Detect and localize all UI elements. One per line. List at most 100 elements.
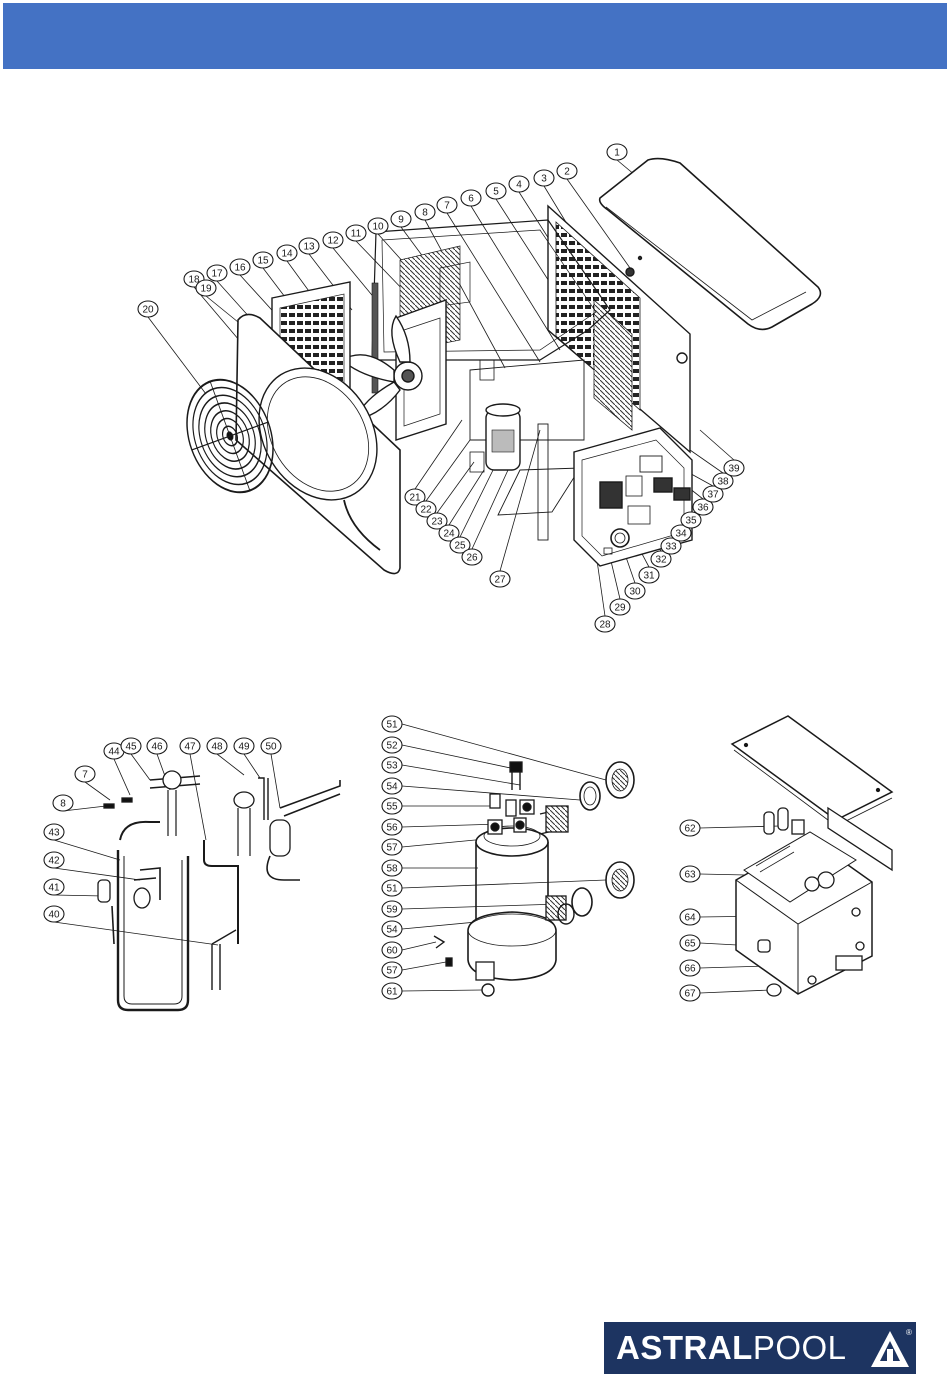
callout-number: 10 <box>372 222 384 233</box>
callout-number: 16 <box>234 263 246 274</box>
callout-9: 9 <box>391 211 411 227</box>
callout-19: 19 <box>196 280 216 296</box>
callout-number: 9 <box>398 215 404 226</box>
callout-52: 52 <box>382 737 402 753</box>
callout-number: 55 <box>386 802 398 813</box>
callout-57: 57 <box>382 962 402 978</box>
callout-number: 35 <box>685 516 697 527</box>
callout-29: 29 <box>610 599 630 615</box>
callout-13: 13 <box>299 238 319 254</box>
callout-47: 47 <box>180 738 200 754</box>
control-box-exploded-view <box>700 716 892 996</box>
callout-66: 66 <box>680 960 700 976</box>
callout-67: 67 <box>680 985 700 1001</box>
callout-14: 14 <box>277 245 297 261</box>
callout-41: 41 <box>44 879 64 895</box>
callout-28: 28 <box>595 616 615 632</box>
callout-number: 1 <box>614 148 620 159</box>
callout-63: 63 <box>680 866 700 882</box>
callout-number: 51 <box>386 884 398 895</box>
callout-43: 43 <box>44 824 64 840</box>
callout-59: 59 <box>382 901 402 917</box>
callout-65: 65 <box>680 935 700 951</box>
callout-number: 59 <box>386 905 398 916</box>
callout-number: 57 <box>386 843 398 854</box>
callout-number: 33 <box>665 542 677 553</box>
callout-number: 25 <box>454 541 466 552</box>
callout-number: 11 <box>351 229 362 240</box>
callout-39: 39 <box>724 460 744 476</box>
callout-number: 2 <box>564 167 570 178</box>
callout-57: 57 <box>382 839 402 855</box>
callout-50: 50 <box>261 738 281 754</box>
callout-number: 34 <box>675 529 687 540</box>
callouts-box: 62 63 64 65 66 67 <box>680 820 700 1001</box>
callout-number: 54 <box>386 782 398 793</box>
callout-number: 44 <box>108 747 120 758</box>
callout-number: 65 <box>684 939 696 950</box>
callout-16: 16 <box>230 259 250 275</box>
callout-5: 5 <box>486 183 506 199</box>
astralpool-logo: ASTRALPOOL ® <box>604 1322 916 1374</box>
callout-number: 29 <box>614 603 626 614</box>
callout-number: 23 <box>431 517 443 528</box>
callout-number: 40 <box>48 910 60 921</box>
callout-15: 15 <box>253 252 273 268</box>
callout-number: 6 <box>468 194 474 205</box>
callout-58: 58 <box>382 860 402 876</box>
callout-number: 41 <box>48 883 60 894</box>
callout-number: 50 <box>265 742 277 753</box>
callout-number: 67 <box>684 989 696 1000</box>
callout-number: 61 <box>386 987 398 998</box>
callout-number: 8 <box>422 208 428 219</box>
callout-8: 8 <box>415 204 435 220</box>
callout-3: 3 <box>534 170 554 186</box>
callout-number: 63 <box>684 870 696 881</box>
callout-61: 61 <box>382 983 402 999</box>
callout-number: 48 <box>211 742 223 753</box>
callout-64: 64 <box>680 909 700 925</box>
callout-2: 2 <box>557 163 577 179</box>
callout-54: 54 <box>382 778 402 794</box>
callout-31: 31 <box>639 567 659 583</box>
callout-number: 45 <box>125 742 137 753</box>
callout-40: 40 <box>44 906 64 922</box>
callout-51: 51 <box>382 716 402 732</box>
callout-number: 28 <box>599 620 611 631</box>
callout-number: 20 <box>142 305 154 316</box>
callout-55: 55 <box>382 798 402 814</box>
callout-11: 11 <box>346 225 366 241</box>
callout-26: 26 <box>462 549 482 565</box>
callout-number: 47 <box>184 742 196 753</box>
callout-1: 1 <box>607 144 627 160</box>
callout-number: 3 <box>541 174 547 185</box>
callout-62: 62 <box>680 820 700 836</box>
logo-wordmark: ASTRALPOOL <box>616 1331 847 1365</box>
callout-number: 51 <box>386 720 398 731</box>
callout-7: 7 <box>75 766 95 782</box>
callout-number: 37 <box>707 490 719 501</box>
callout-42: 42 <box>44 852 64 868</box>
callout-48: 48 <box>207 738 227 754</box>
callout-56: 56 <box>382 819 402 835</box>
callout-number: 32 <box>655 555 667 566</box>
callout-17: 17 <box>207 265 227 281</box>
refrigerant-piping-exploded-view <box>54 754 340 1010</box>
callout-6: 6 <box>461 190 481 206</box>
callout-number: 4 <box>516 180 522 191</box>
callout-number: 26 <box>466 553 478 564</box>
callout-45: 45 <box>121 738 141 754</box>
callout-60: 60 <box>382 942 402 958</box>
callout-number: 64 <box>684 913 696 924</box>
callout-number: 13 <box>303 242 315 253</box>
callout-number: 43 <box>48 828 60 839</box>
svg-text:®: ® <box>906 1328 912 1337</box>
callout-number: 27 <box>494 575 506 586</box>
callout-number: 24 <box>443 529 455 540</box>
callout-number: 57 <box>386 966 398 977</box>
callout-number: 30 <box>629 587 641 598</box>
callout-number: 39 <box>728 464 740 475</box>
heat-pump-exploded-view <box>148 159 820 616</box>
callout-10: 10 <box>368 218 388 234</box>
